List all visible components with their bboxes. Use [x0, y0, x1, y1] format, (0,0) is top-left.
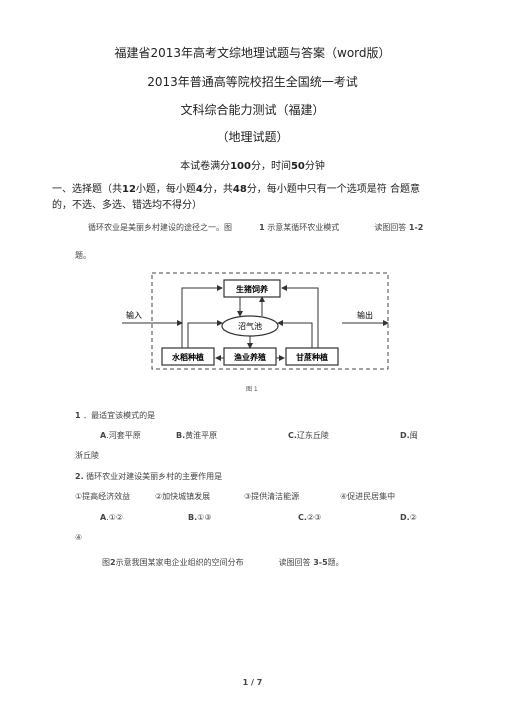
- section-text-c: 分，共: [202, 184, 233, 195]
- arrow-sugarcane-to-pig: [281, 285, 319, 348]
- intro1-figure-number: 1: [259, 223, 265, 232]
- document-heading: 福建省2013年高考文综地理试题与答案（word版）: [114, 46, 391, 60]
- intro2-text-b: 示意我国某家电企业组织的空间分布: [115, 558, 244, 567]
- intro2-text-c: 读图回答: [278, 558, 311, 567]
- label-biogas: 沼气池: [238, 321, 262, 331]
- q2-option-c: C.②③: [298, 513, 321, 522]
- page-number: 1 / 7: [0, 678, 505, 687]
- q2-option-b: B.①③: [188, 513, 211, 522]
- subject-title: （地理试题）: [216, 130, 289, 144]
- section-text-a: 一、选择题（共: [52, 184, 122, 195]
- label-input: 输入: [126, 310, 142, 320]
- page-total: 7: [256, 678, 263, 687]
- intro-question-1-2: 循环农业是美丽乡村建设的途径之一。图 1 示意某循环农业模式 读图回答 1-2: [88, 222, 423, 233]
- q1-option-d: D.闽: [400, 430, 418, 441]
- section-text-d: 分，每小题中只有一个选项是符 合题意: [246, 184, 420, 195]
- q1-d-text: 闽: [409, 431, 418, 440]
- section-instructions-line2: 的，不选、多选、错选均不得分）: [52, 200, 202, 211]
- arrow-sugarcane-to-biogas: [277, 320, 313, 348]
- label-fishery: 渔业养殖: [234, 352, 266, 362]
- intro1-end: 题。: [75, 251, 91, 260]
- score-info: 本试卷满分100分，时间50分钟: [0, 157, 505, 172]
- minutes: 50: [290, 161, 305, 172]
- q1-stem: ．最适宜该模式的是: [83, 411, 156, 420]
- figure-caption: 图 1: [246, 386, 258, 393]
- label-pig-farming: 生猪饲养: [236, 284, 268, 294]
- score-post: 分钟: [304, 161, 325, 172]
- intro2-text-a: 图: [102, 558, 110, 567]
- full-score: 100: [230, 161, 251, 172]
- section-instructions-line1: 一、选择题（共12小题，每小题4分，共48分，每小题中只有一个选项是符 合题意: [52, 180, 420, 195]
- label-output: 输出: [357, 310, 373, 320]
- q2-choice-4: ④促进民居集中: [340, 492, 396, 501]
- q1-option-c: C.辽东丘陵: [288, 430, 329, 441]
- score-mid: 分，时间: [250, 161, 291, 172]
- q1-option-a: A.河套平原: [100, 430, 141, 441]
- intro1-range: 1-2: [408, 223, 424, 232]
- intro1-text-b: 示意某循环农业模式: [267, 223, 340, 232]
- exam-title: 2013年普通高等院校招生全国统一考试: [147, 75, 358, 89]
- q2-a-text: .①②: [106, 513, 124, 522]
- q1-option-d-continued: 浙丘陵: [75, 451, 99, 460]
- q1-d-label: D.: [400, 431, 410, 440]
- score-total: 48: [232, 184, 247, 195]
- arrow-rice-to-pig: [181, 285, 223, 348]
- circular-agriculture-diagram: 生猪饲养 沼气池 水稻种植 渔业养殖 甘蔗种植 输入 输出: [122, 272, 389, 370]
- intro1-text-a: 循环农业是美丽乡村建设的途径之一。图: [88, 223, 232, 232]
- q1-a-text: .河套平原: [106, 431, 141, 440]
- q2-d-text: ②: [409, 513, 417, 522]
- q2-stem: 循环农业对建设美丽乡村的主要作用是: [86, 472, 223, 481]
- intro2-figure-number: 2: [110, 558, 116, 567]
- page-separator: /: [251, 678, 254, 687]
- q1-b-text: 黄淮平原: [185, 431, 218, 440]
- q2-a-label: A: [100, 513, 107, 522]
- score-each: 4: [195, 184, 203, 195]
- q1-a-label: A: [100, 431, 107, 440]
- intro1-text-c: 读图回答: [374, 223, 407, 232]
- box-pig-farming: [223, 279, 281, 298]
- score-pre: 本试卷满分: [180, 161, 231, 172]
- arrow-rice-to-biogas: [187, 320, 223, 348]
- q2-d-label: D.: [400, 513, 410, 522]
- intro-question-3-5: 图2示意我国某家电企业组织的空间分布 读图回答 3-5题。: [102, 557, 344, 568]
- q2-option-a: A.①②: [100, 513, 123, 522]
- question-count: 12: [122, 184, 136, 195]
- page-current: 1: [242, 678, 249, 687]
- intro2-range: 3-5: [313, 558, 328, 567]
- q2-b-text: ①③: [197, 513, 212, 522]
- q1-option-b: B.黄淮平原: [176, 430, 217, 441]
- q2-c-text: ②③: [306, 513, 322, 522]
- q2-number: 2.: [75, 472, 84, 481]
- q1-number: 1: [75, 411, 81, 420]
- q2-choice-2: ②加快城镇发展: [155, 492, 211, 501]
- test-name: 文科综合能力测试（福建）: [180, 103, 325, 117]
- q1-c-text: 辽东丘陵: [296, 431, 329, 440]
- section-text-b: 小题，每小题: [135, 184, 196, 195]
- question-2: 2. 循环农业对建设美丽乡村的主要作用是: [75, 471, 222, 482]
- label-rice: 水稻种植: [171, 352, 204, 362]
- intro2-end: 题。: [327, 558, 344, 567]
- q2-choice-3: ③提供清洁能源: [244, 492, 300, 501]
- q2-option-d-continued: ④: [75, 533, 83, 542]
- q2-c-label: C.: [298, 513, 307, 522]
- q2-b-label: B.: [188, 513, 198, 522]
- question-1: 1 ．最适宜该模式的是: [75, 410, 155, 421]
- q1-b-label: B.: [176, 431, 186, 440]
- q2-option-d: D.②: [400, 513, 417, 522]
- q2-choice-1: ①提高经济效益: [75, 492, 131, 501]
- q1-c-label: C.: [288, 431, 297, 440]
- label-sugarcane: 甘蔗种植: [296, 352, 328, 362]
